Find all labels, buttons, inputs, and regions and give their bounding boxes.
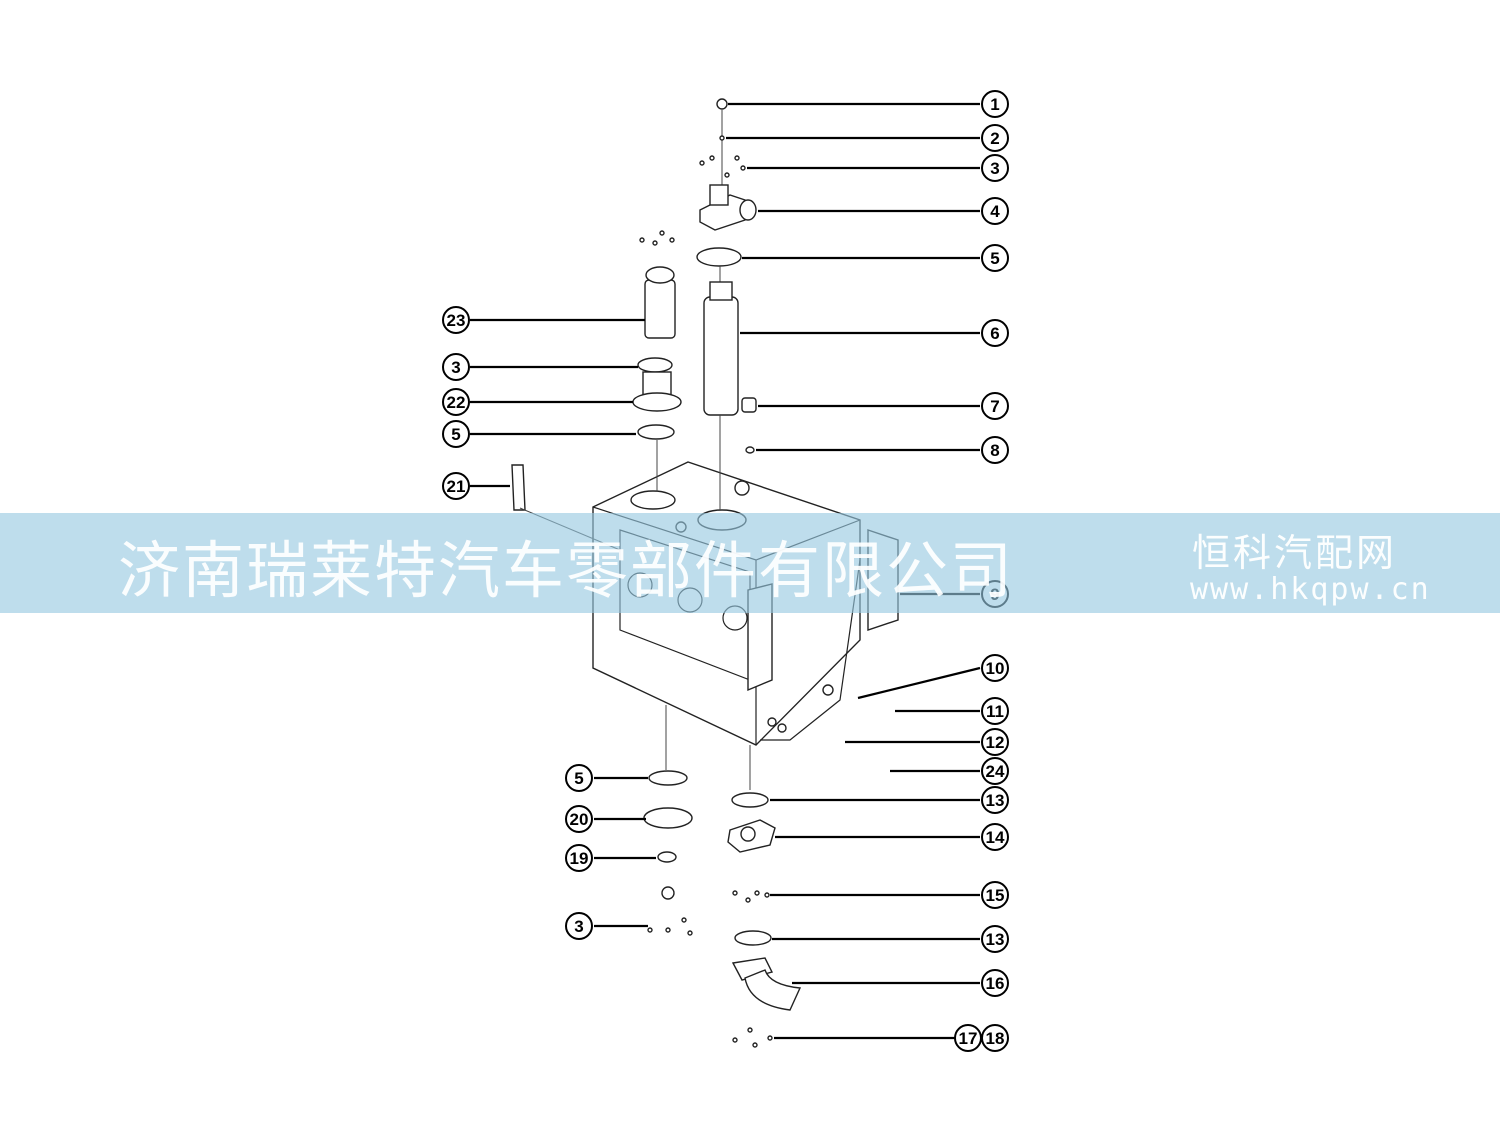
svg-text:8: 8 [990,441,999,460]
callout-20: 20 [565,805,593,833]
callout-8: 8 [981,436,1009,464]
filler-assembly [632,230,682,492]
svg-text:13: 13 [986,930,1005,949]
svg-text:3: 3 [574,917,583,936]
callout-21: 21 [442,472,470,500]
svg-text:3: 3 [451,358,460,377]
callout-18: 18 [981,1024,1009,1052]
callout-3-left-upper: 3 [442,353,470,381]
drain-assembly [643,705,693,936]
svg-text:16: 16 [986,974,1005,993]
svg-text:23: 23 [447,311,466,330]
callout-1: 1 [981,90,1009,118]
callout-13-lower: 13 [981,925,1009,953]
callout-24: 24 [981,757,1009,785]
svg-text:5: 5 [574,769,583,788]
svg-text:11: 11 [986,702,1004,721]
callout-5-left-lower: 5 [565,764,593,792]
watermark-site-name: 恒科汽配网 [1192,531,1398,575]
watermark-url: www.hkqpw.cn [1190,572,1431,607]
suction-assembly [727,745,802,1048]
svg-text:14: 14 [986,828,1005,847]
callout-12: 12 [981,728,1009,756]
callout-10: 10 [981,654,1009,682]
callout-23: 23 [442,306,470,334]
callout-3-left-lower: 3 [565,912,593,940]
seal-ring [745,446,755,454]
watermark-company-name: 济南瑞莱特汽车零部件有限公司 [118,534,1015,607]
svg-text:7: 7 [990,397,999,416]
svg-text:1: 1 [990,95,999,114]
svg-text:24: 24 [986,762,1005,781]
svg-text:19: 19 [570,849,589,868]
plug [741,397,757,413]
filter-element [703,281,739,510]
svg-text:21: 21 [447,477,466,496]
callout-5: 5 [981,244,1009,272]
svg-text:4: 4 [990,202,1000,221]
callout-19: 19 [565,844,593,872]
svg-text:5: 5 [990,249,999,268]
callout-4: 4 [981,197,1009,225]
callout-11: 11 [981,697,1009,725]
svg-text:17: 17 [959,1029,978,1048]
bracket-plate [511,464,526,511]
callout-7: 7 [981,392,1009,420]
callout-6: 6 [981,319,1009,347]
breather-assembly [699,98,757,231]
leader-lines [470,102,981,1040]
svg-text:13: 13 [986,791,1005,810]
o-ring [696,247,742,267]
svg-text:3: 3 [990,159,999,178]
svg-text:18: 18 [986,1029,1005,1048]
svg-text:6: 6 [990,324,999,343]
svg-text:2: 2 [990,129,999,148]
svg-text:12: 12 [986,733,1005,752]
svg-text:22: 22 [447,393,466,412]
callout-15: 15 [981,881,1009,909]
callout-22: 22 [442,388,470,416]
svg-text:10: 10 [986,659,1005,678]
watermark-band [0,513,1500,613]
svg-text:5: 5 [451,425,460,444]
callout-16: 16 [981,969,1009,997]
callout-3: 3 [981,154,1009,182]
svg-text:20: 20 [570,810,589,829]
callout-14: 14 [981,823,1009,851]
callout-17: 17 [954,1024,982,1052]
callout-5-left-upper: 5 [442,420,470,448]
callout-2: 2 [981,124,1009,152]
svg-text:15: 15 [986,886,1005,905]
callout-13-upper: 13 [981,786,1009,814]
